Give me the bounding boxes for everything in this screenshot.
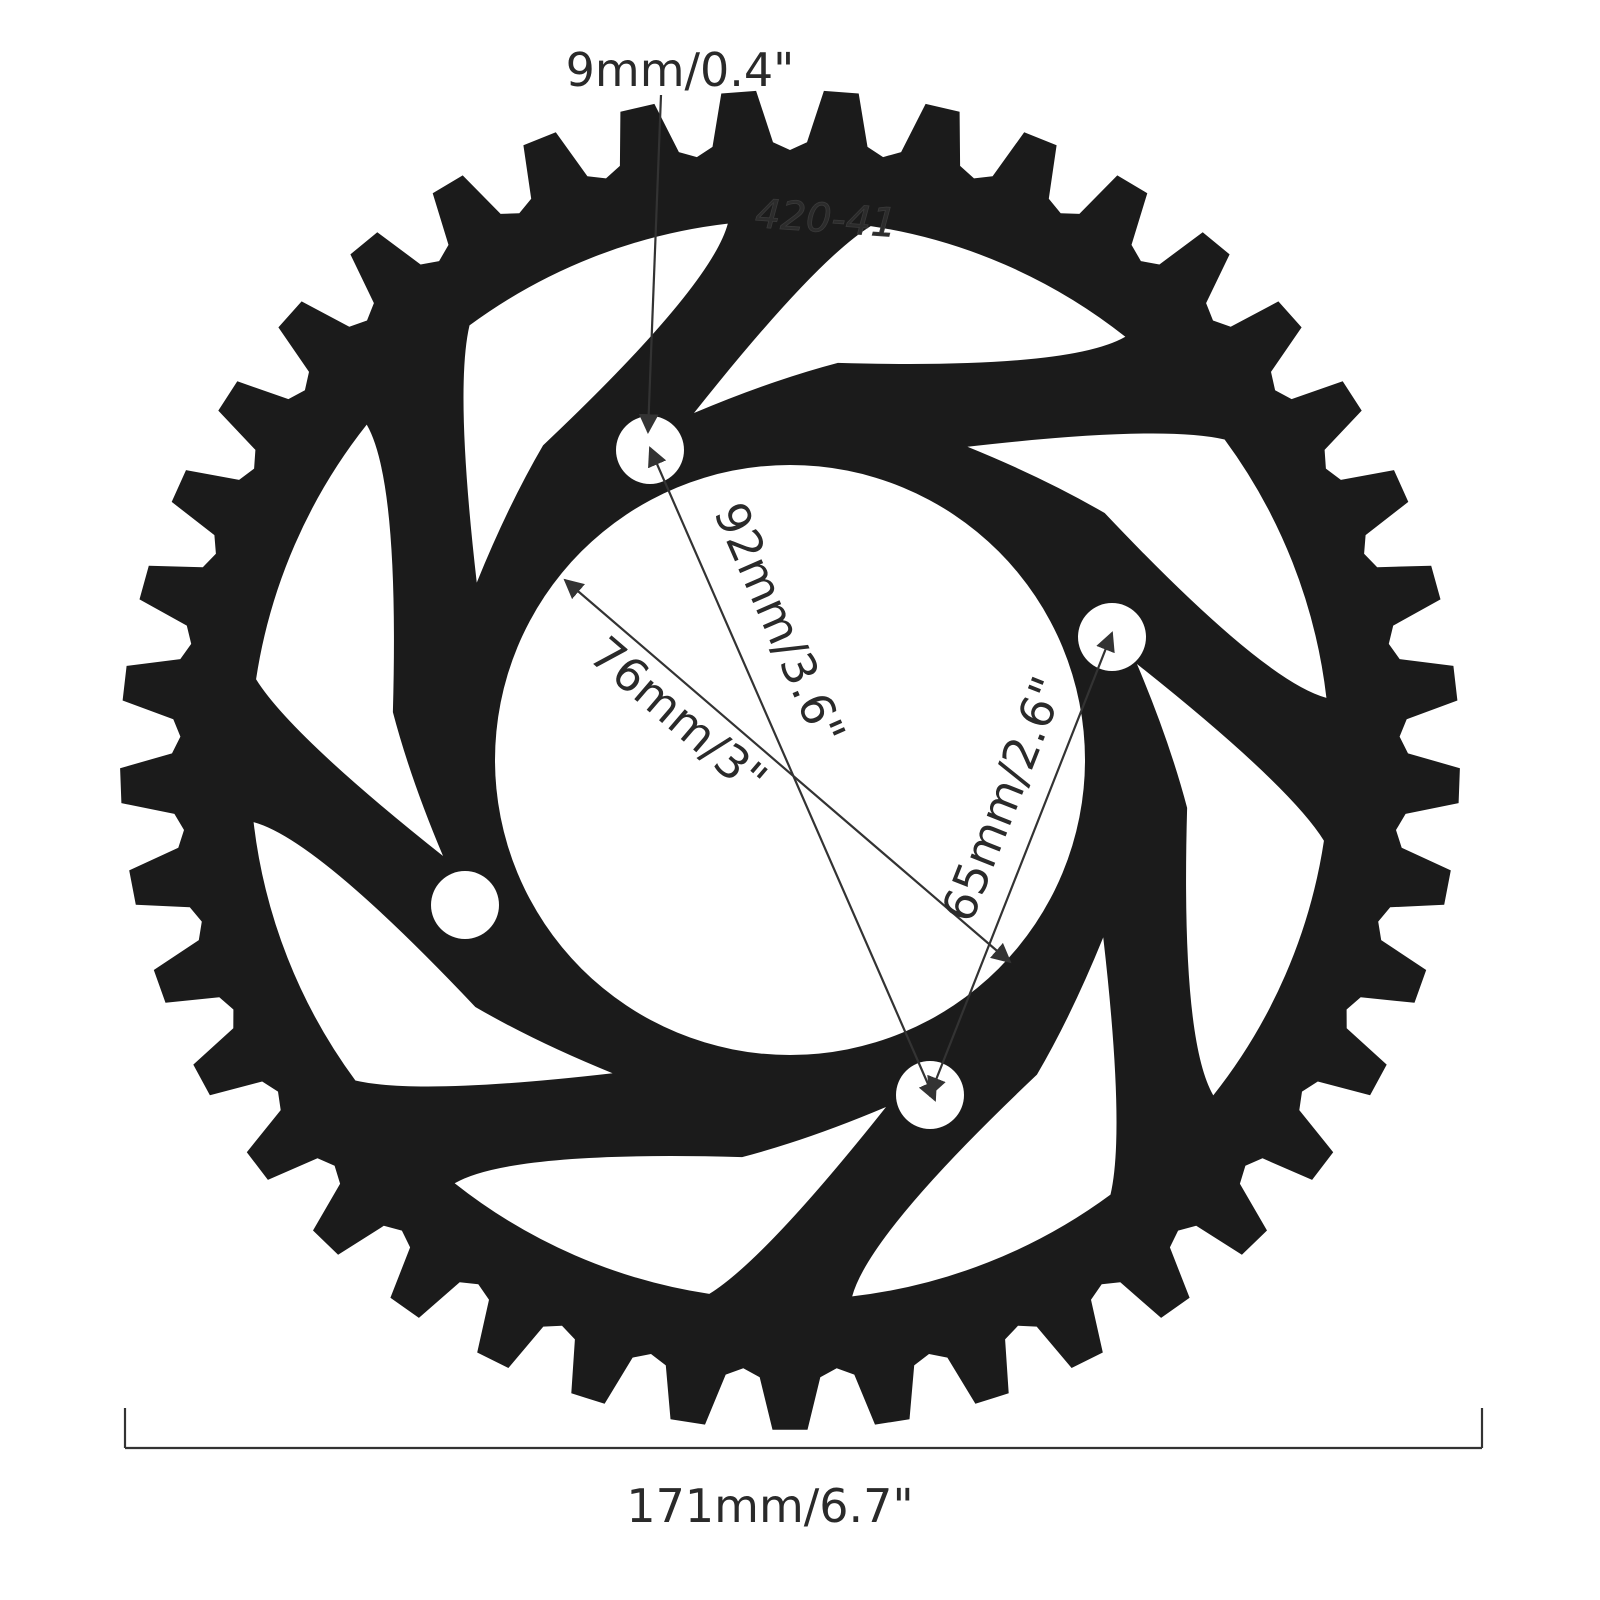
sprocket: 420-41	[120, 90, 1460, 1430]
outer-diameter-label: 171mm/6.7"	[626, 1479, 913, 1533]
bolt-hole-label: 9mm/0.4"	[566, 43, 795, 97]
bolt-hole-leader	[638, 94, 663, 434]
stamp-label: 420-41	[754, 191, 899, 247]
sprocket-plate	[120, 90, 1460, 1430]
bolt-spacing-line	[927, 631, 1115, 1097]
